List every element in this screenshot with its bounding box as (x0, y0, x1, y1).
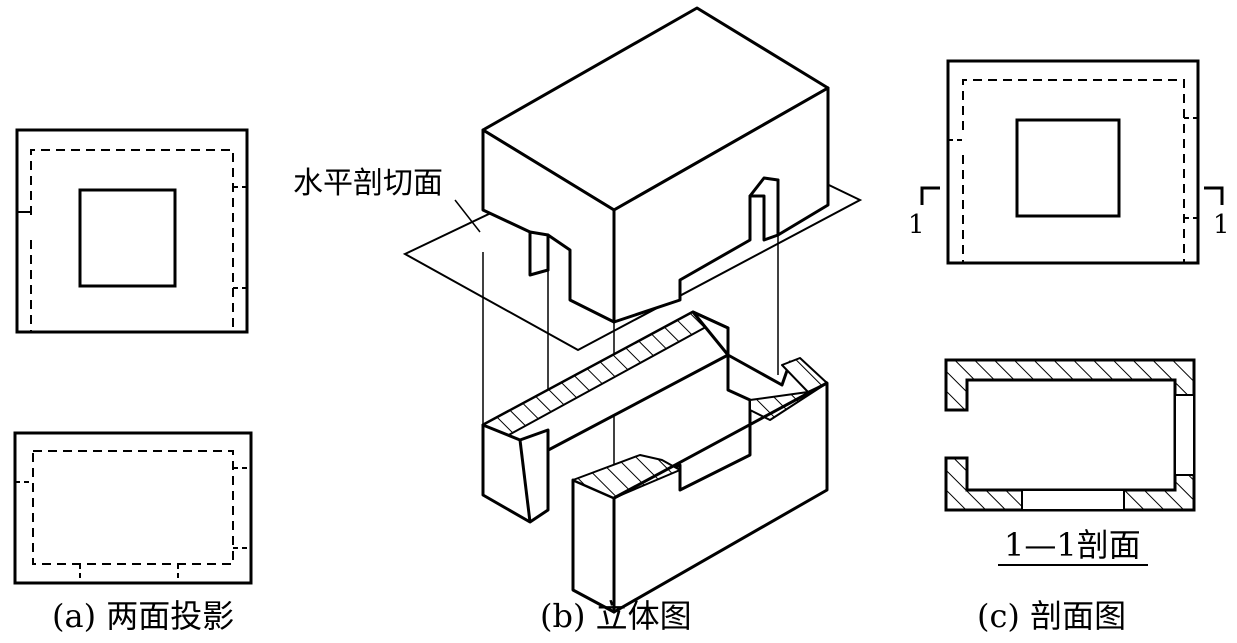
panel-b: 水平剖切面 (293, 6, 863, 635)
cutting-plane-label: 水平剖切面 (293, 166, 443, 201)
cut-number-right: 1 (1213, 210, 1230, 240)
cut-mark-left (920, 186, 940, 205)
panel-c: 1 1 1—1剖面 (c) 剖面图 (908, 59, 1230, 635)
label-leader (454, 199, 481, 233)
plan-view (15, 128, 249, 334)
caption-a: (a) 两面投影 (52, 597, 234, 635)
upper-block (481, 6, 830, 324)
section-plan: 1 1 (908, 59, 1230, 265)
panel-a: (a) 两面投影 (13, 128, 253, 635)
caption-c: (c) 剖面图 (977, 597, 1126, 635)
caption-b: (b) 立体图 (540, 597, 692, 635)
section-title: 1—1剖面 (1004, 526, 1141, 564)
cut-number-left: 1 (908, 210, 925, 240)
section-1-1: 1—1剖面 (944, 358, 1196, 566)
cut-mark-right (1204, 186, 1224, 205)
lower-part (481, 310, 829, 614)
elevation-view (13, 431, 253, 585)
